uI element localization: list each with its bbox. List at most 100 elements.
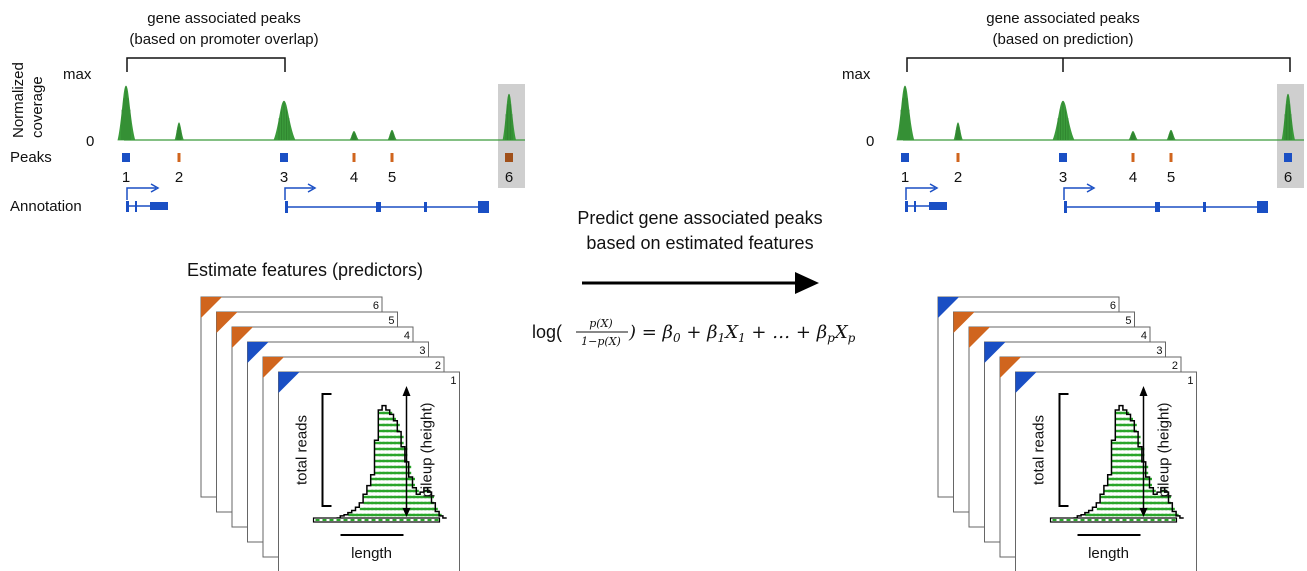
feature-card-corner (938, 297, 959, 318)
left-bracket-title-line1: gene associated peaks (147, 10, 300, 27)
peak-number-2: 2 (954, 169, 962, 186)
pileup-outline (1073, 404, 1184, 519)
right-bracket (906, 57, 1291, 72)
feature-card-corner (263, 357, 284, 378)
peak-number-4: 4 (1129, 169, 1137, 186)
coverage-peak-1 (896, 85, 915, 141)
left-bracket-title-line2: (based on promoter overlap) (129, 31, 318, 48)
feature-card-corner (1015, 372, 1037, 393)
feature-card-1: 1 total reads pileup (height) length (278, 371, 460, 571)
feature-card-number: 5 (1125, 315, 1131, 327)
middle-section: Predict gene associated peaks based on e… (532, 208, 856, 348)
pileup-arrow-bottom (1139, 508, 1148, 517)
ylabel-line2: coverage (29, 76, 46, 138)
feature-card-corner (984, 342, 1006, 363)
pileup-arrow-top (1139, 386, 1148, 396)
total-reads-bracket (1058, 393, 1069, 507)
gene2-exon (1203, 202, 1206, 212)
ylabel-line1: Normalized (10, 62, 27, 138)
peak-number-6: 6 (505, 169, 513, 186)
peak-marker-2 (956, 153, 960, 162)
left-panel: gene associated peaks (based on promoter… (10, 10, 525, 215)
feature-card-number: 2 (1172, 360, 1178, 372)
feature-card-corner (1000, 357, 1021, 378)
feature-card-1: 1 total reads pileup (height) length (1015, 371, 1197, 571)
baseline-box (1049, 517, 1178, 523)
formula-log: log( (532, 322, 562, 342)
left-coverage-track (117, 85, 525, 141)
predict-text-line1: Predict gene associated peaks (577, 208, 822, 228)
peak-marker-5 (390, 153, 394, 162)
gene1-exon (126, 201, 129, 212)
peak-marker-5 (1169, 153, 1173, 162)
feature-card-corner (278, 372, 300, 393)
feature-card-number: 6 (373, 300, 379, 312)
peaks-row-label: Peaks (10, 149, 52, 166)
peak-number-3: 3 (1059, 169, 1067, 186)
feature-card-number: 6 (1110, 300, 1116, 312)
length-label: length (351, 545, 392, 562)
gene2-tss-arrowhead (307, 183, 317, 193)
feature-card-corner (232, 327, 253, 348)
pileup-label: pileup (height) (419, 402, 436, 497)
feature-card-number: 1 (1187, 375, 1193, 387)
annotation-row-label: Annotation (10, 198, 82, 215)
gene1-exon (929, 202, 947, 210)
peak-marker-3 (280, 153, 288, 162)
peak-marker-3 (1059, 153, 1067, 162)
gene1-exon (135, 201, 137, 212)
total-reads-label: total reads (1031, 415, 1048, 485)
left-yzero-label: 0 (86, 133, 94, 150)
pileup-arrow-bottom (402, 508, 411, 517)
formula-denominator: 1−p(X) (581, 335, 621, 348)
feature-card-number: 3 (419, 345, 425, 357)
peak-number-3: 3 (280, 169, 288, 186)
formula-numerator: p(X) (589, 317, 612, 330)
gene2-exon (1064, 201, 1067, 213)
coverage-peak-3 (1052, 100, 1075, 141)
right-coverage-track (896, 85, 1304, 141)
estimate-features-label: Estimate features (predictors) (187, 260, 423, 280)
right-yzero-label: 0 (866, 133, 874, 150)
total-reads-bracket (321, 393, 332, 507)
length-label: length (1088, 545, 1129, 562)
feature-card-number: 4 (404, 330, 410, 342)
gene1-tss-arrow (905, 187, 935, 200)
peak-number-2: 2 (175, 169, 183, 186)
peak-marker-1 (122, 153, 130, 162)
pileup-label: pileup (height) (1156, 402, 1173, 497)
feature-card-number: 2 (435, 360, 441, 372)
pileup-arrow-top (402, 386, 411, 396)
feature-card-corner (247, 342, 269, 363)
predict-arrow-head (795, 272, 819, 294)
peak-number-5: 5 (388, 169, 396, 186)
feature-card-corner (953, 312, 975, 333)
left-ymax-label: max (63, 66, 92, 83)
peak-marker-1 (901, 153, 909, 162)
feature-card-corner (216, 312, 238, 333)
peak-marker-4 (1131, 153, 1135, 162)
right-panel: gene associated peaks (based on predicti… (842, 10, 1304, 213)
gene2-tss-arrowhead (1086, 183, 1096, 193)
peak-number-5: 5 (1167, 169, 1175, 186)
gene2-exon (1155, 202, 1160, 212)
feature-card-corner (969, 327, 990, 348)
gene2-exon (1257, 201, 1268, 213)
left-gene-annotation (126, 183, 489, 213)
peak-marker-6 (505, 153, 513, 162)
gene2-exon (478, 201, 489, 213)
feature-card-frame (278, 371, 460, 571)
total-reads-label: total reads (294, 415, 311, 485)
peak-number-1: 1 (901, 169, 909, 186)
feature-card-number: 1 (450, 375, 456, 387)
feature-card-number: 4 (1141, 330, 1147, 342)
gene1-tss-arrowhead (929, 183, 939, 193)
peak-number-1: 1 (122, 169, 130, 186)
peak-marker-6 (1284, 153, 1292, 162)
right-bracket-title-line2: (based on prediction) (993, 31, 1134, 48)
